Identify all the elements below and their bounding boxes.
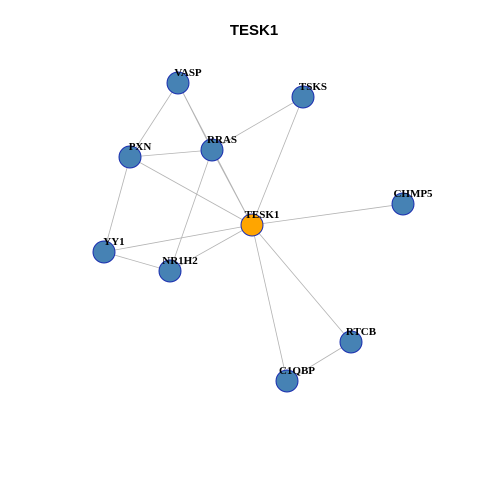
node-label-nr1h2: NR1H2	[162, 255, 198, 267]
edge-tsks-tesk1	[251, 96, 304, 226]
node-label-vasp: VASP	[174, 67, 202, 79]
node-c1qbp	[275, 369, 299, 393]
edge-rtcb-c1qbp	[286, 341, 352, 382]
node-chmp5	[391, 192, 415, 216]
node-label-tesk1: TESK1	[245, 209, 280, 221]
node-tesk1	[240, 213, 264, 237]
edges-layer	[103, 82, 404, 382]
edge-nr1h2-tesk1	[169, 224, 253, 272]
node-label-pxn: PXN	[129, 141, 152, 153]
node-tsks	[291, 85, 315, 109]
edge-yy1-tesk1	[103, 224, 253, 253]
nodes-layer	[92, 71, 415, 393]
graph-title: TESK1	[230, 22, 278, 39]
node-label-c1qbp: C1QBP	[279, 365, 315, 377]
node-yy1	[92, 240, 116, 264]
edge-pxn-rras	[129, 149, 213, 158]
edge-tesk1-rtcb	[251, 224, 352, 343]
edge-tsks-rras	[211, 96, 304, 151]
node-vasp	[166, 71, 190, 95]
node-rtcb	[339, 330, 363, 354]
edge-rras-tesk1	[211, 149, 253, 226]
edge-tesk1-c1qbp	[251, 224, 288, 382]
node-label-yy1: YY1	[103, 236, 124, 248]
node-label-chmp5: CHMP5	[393, 188, 433, 200]
node-nr1h2	[158, 259, 182, 283]
edge-vasp-pxn	[129, 82, 179, 158]
node-pxn	[118, 145, 142, 169]
edge-pxn-tesk1	[129, 156, 253, 226]
edge-pxn-yy1	[103, 156, 131, 253]
edge-chmp5-tesk1	[251, 203, 404, 226]
node-rras	[200, 138, 224, 162]
node-label-tsks: TSKS	[299, 81, 327, 93]
edge-rras-nr1h2	[169, 149, 213, 272]
node-label-rras: RRAS	[207, 134, 237, 146]
node-label-rtcb: RTCB	[346, 326, 377, 338]
